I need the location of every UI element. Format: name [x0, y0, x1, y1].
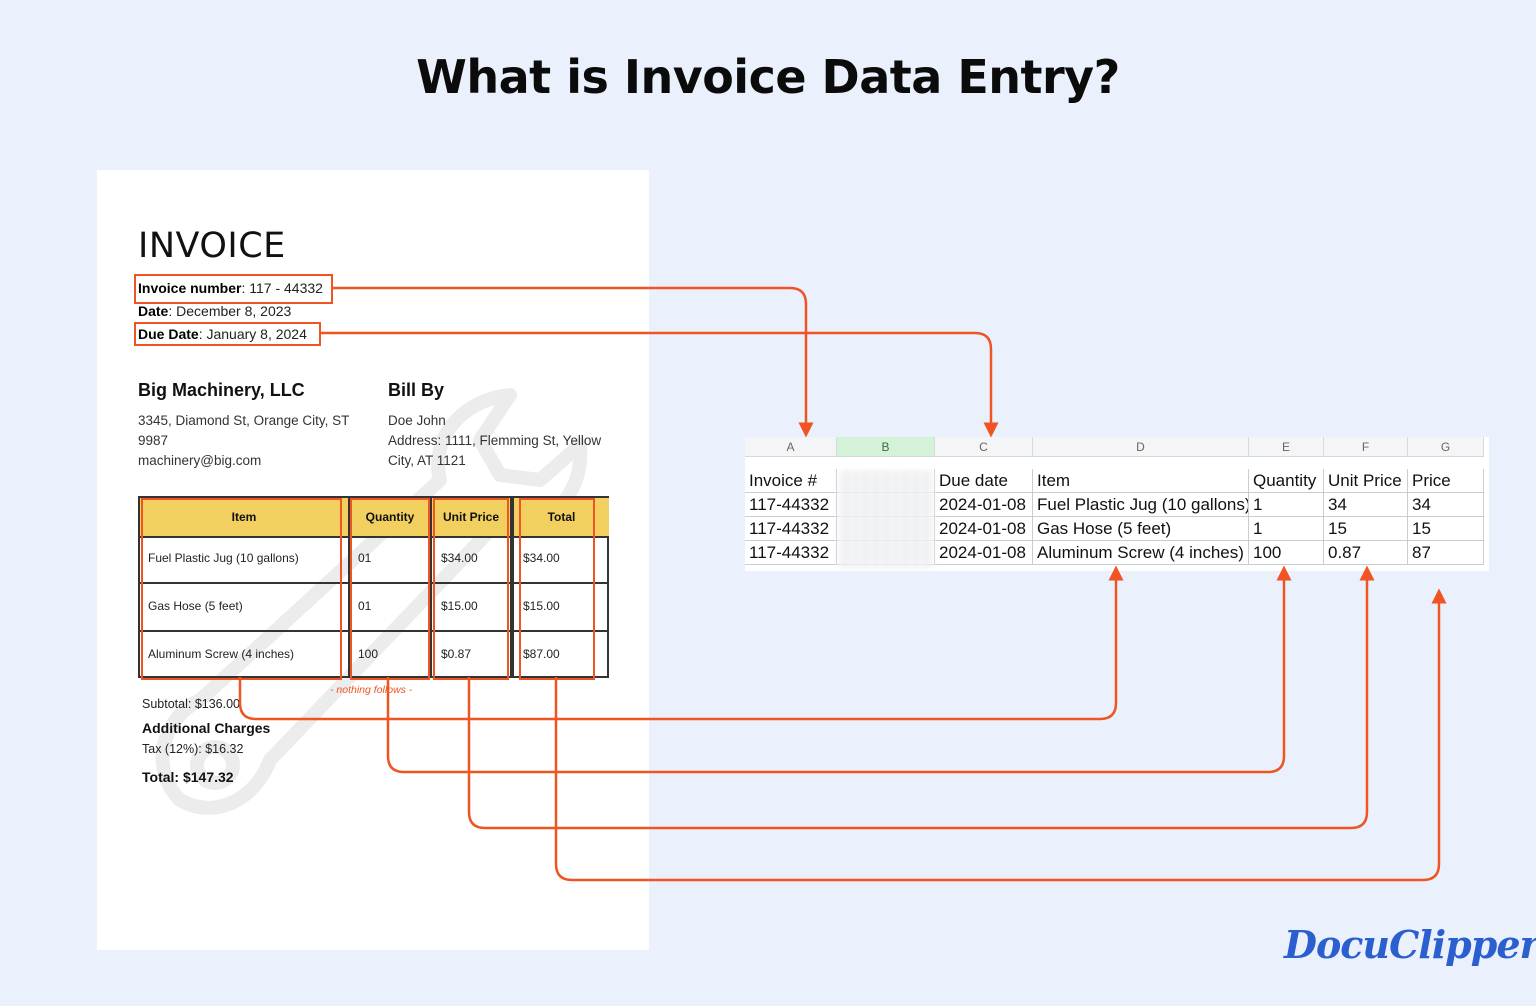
docuclipper-logo: DocuClipper — [1284, 922, 1536, 967]
unit-price-column-highlight — [433, 498, 509, 680]
seller-name: Big Machinery, LLC — [138, 380, 305, 400]
arrow-quantity — [386, 565, 1292, 774]
sheet-cell[interactable]: 1 — [1249, 493, 1324, 517]
bill-address-line2: City, AT 1121 — [388, 453, 466, 468]
sheet-cell[interactable]: 15 — [1324, 517, 1408, 541]
invoice-date-value: : December 8, 2023 — [168, 303, 292, 319]
invoice-number: Invoice number: 117 - 44332 — [138, 280, 323, 296]
sheet-cell[interactable]: 15 — [1408, 517, 1484, 541]
invoice-due-value: : January 8, 2024 — [198, 326, 307, 342]
invoice-date-label: Date — [138, 303, 169, 319]
sheet-cell[interactable]: 2024-01-08 — [935, 517, 1033, 541]
table-cell: 100 — [358, 647, 379, 661]
sheet-cell[interactable]: 2024-01-08 — [935, 493, 1033, 517]
invoice-due-date: Due Date: January 8, 2024 — [138, 326, 307, 342]
invoice-heading: INVOICE — [138, 226, 286, 266]
sheet-cell[interactable]: 34 — [1324, 493, 1408, 517]
invoice-date: Date: December 8, 2023 — [138, 303, 291, 319]
arrow-due-date — [319, 331, 999, 438]
sheet-cell[interactable]: 2024-01-08 — [935, 541, 1033, 565]
sheet-header-cell[interactable]: Item — [1033, 469, 1249, 493]
bill-name: Doe John — [388, 413, 446, 428]
item-column-highlight — [141, 498, 342, 680]
table-cell: Gas Hose (5 feet) — [148, 599, 243, 613]
bill-address-line1: Address: 1111, Flemming St, Yellow — [388, 433, 602, 448]
wrench-watermark-icon — [155, 388, 588, 815]
column-header-g[interactable]: G — [1408, 437, 1484, 457]
table-cell: $34.00 — [441, 551, 478, 565]
table-header-unit-price: Unit Price — [432, 498, 510, 536]
table-cell: $34.00 — [523, 551, 560, 565]
table-cell: Aluminum Screw (4 inches) — [148, 647, 295, 661]
invoice-number-label: Invoice number — [138, 280, 242, 296]
subtotal: Subtotal: $136.00 — [142, 697, 240, 711]
sheet-cell[interactable]: 100 — [1249, 541, 1324, 565]
sheet-cell[interactable]: 117-44332 — [745, 493, 837, 517]
column-header-d[interactable]: D — [1033, 437, 1249, 457]
invoice-due-label: Due Date — [138, 326, 199, 342]
table-header-quantity: Quantity — [350, 498, 430, 536]
table-cell: $15.00 — [523, 599, 560, 613]
sheet-cell[interactable]: 87 — [1408, 541, 1484, 565]
seller-email: machinery@big.com — [138, 453, 262, 468]
table-header-item: Item — [140, 498, 348, 536]
invoice-items-table: Item Quantity Unit Price Total Fuel Plas… — [138, 496, 609, 678]
sheet-header-cell[interactable]: Invoice # — [745, 469, 837, 493]
nothing-follows-note: - nothing follows - — [330, 684, 413, 696]
sheet-cell[interactable]: Gas Hose (5 feet) — [1033, 517, 1249, 541]
seller-address-line1: 3345, Diamond St, Orange City, ST — [138, 413, 350, 428]
sheet-cell[interactable]: 1 — [1249, 517, 1324, 541]
sheet-cell[interactable]: 0.87 — [1324, 541, 1408, 565]
sheet-header-cell[interactable]: Due date — [935, 469, 1033, 493]
table-cell: $15.00 — [441, 599, 478, 613]
invoice-total: Total: $147.32 — [142, 769, 234, 785]
table-cell: Fuel Plastic Jug (10 gallons) — [148, 551, 299, 565]
page-title: What is Invoice Data Entry? — [416, 50, 1120, 104]
arrow-total — [554, 588, 1447, 882]
sheet-header-cell[interactable]: Unit Price — [1324, 469, 1408, 493]
table-cell: $87.00 — [523, 647, 560, 661]
sheet-cell[interactable]: 117-44332 — [745, 517, 837, 541]
sheet-header-cell[interactable]: Quantity — [1249, 469, 1324, 493]
additional-charges-heading: Additional Charges — [142, 720, 271, 736]
column-header-e[interactable]: E — [1249, 437, 1324, 457]
arrow-unit-price — [467, 565, 1375, 830]
table-cell: 01 — [358, 599, 372, 613]
sheet-cell[interactable]: Fuel Plastic Jug (10 gallons) — [1033, 493, 1249, 517]
table-cell: 01 — [358, 551, 372, 565]
seller-address-line2: 9987 — [138, 433, 169, 448]
arrow-item — [238, 565, 1124, 721]
column-header-c[interactable]: C — [935, 437, 1033, 457]
quantity-column-highlight — [350, 498, 430, 680]
sheet-cell[interactable]: 117-44332 — [745, 541, 837, 565]
blurred-column-b — [838, 470, 934, 568]
sheet-cell[interactable]: 34 — [1408, 493, 1484, 517]
table-cell: $0.87 — [441, 647, 472, 661]
sheet-header-cell[interactable]: Price — [1408, 469, 1484, 493]
column-header-a[interactable]: A — [745, 437, 837, 457]
bill-by-title: Bill By — [388, 380, 445, 400]
invoice-number-value: : 117 - 44332 — [241, 280, 323, 296]
column-header-b[interactable]: B — [837, 437, 935, 457]
sheet-cell[interactable]: Aluminum Screw (4 inches) — [1033, 541, 1249, 565]
column-header-f[interactable]: F — [1324, 437, 1408, 457]
tax-line: Tax (12%): $16.32 — [142, 742, 244, 756]
arrow-invoice-number — [331, 286, 814, 438]
